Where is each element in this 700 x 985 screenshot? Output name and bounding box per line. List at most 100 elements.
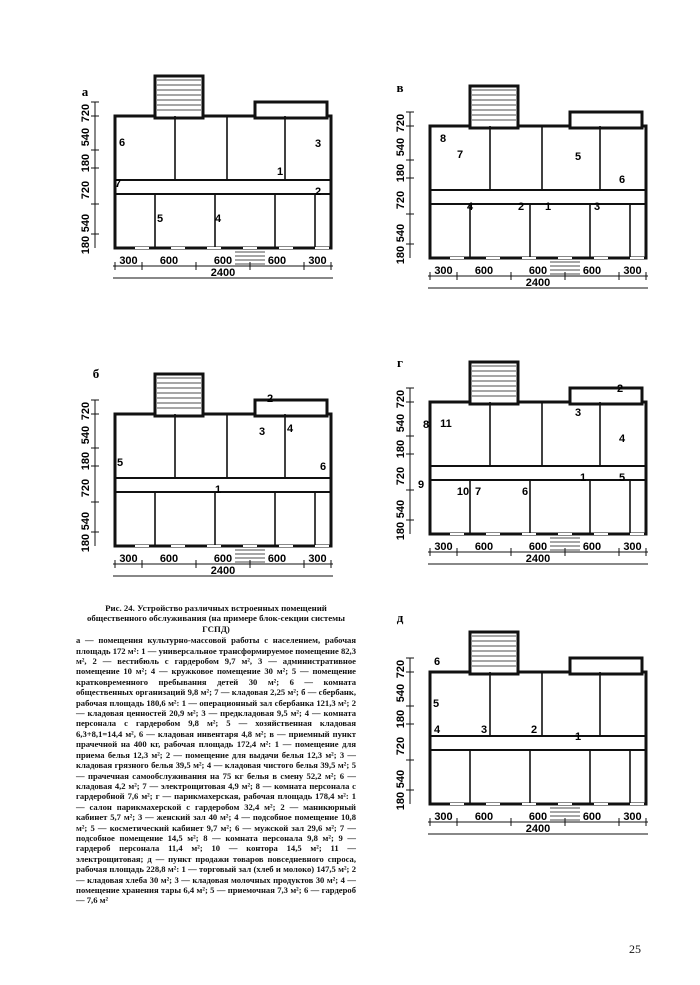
- outer-wall: [428, 670, 648, 806]
- dim-vertical: 180: [395, 246, 407, 264]
- dim-vertical: 720: [395, 467, 407, 485]
- dim-vertical: 720: [395, 660, 407, 678]
- dim-horizontal: 600: [475, 811, 493, 823]
- stair-wing: [468, 84, 520, 130]
- upper-wing: [568, 656, 644, 676]
- dim-total: 2400: [211, 267, 235, 279]
- dim-vertical: 720: [395, 114, 407, 132]
- upper-wing: [253, 100, 329, 120]
- dim-horizontal: 600: [160, 255, 178, 267]
- room-number: 11: [440, 418, 452, 430]
- dim-horizontal: 300: [434, 541, 452, 553]
- dim-vertical: 540: [395, 684, 407, 702]
- room-number: 9: [418, 479, 424, 491]
- figure-caption: Рис. 24. Устройство различных встроенных…: [76, 603, 356, 906]
- plan-label: а: [82, 84, 89, 99]
- figure-caption-body: а — помещения культурно-массовой работы …: [76, 635, 356, 906]
- room-number: 6: [119, 137, 125, 149]
- upper-wing: [253, 398, 329, 418]
- room-number: 1: [545, 201, 551, 213]
- dim-vertical: 180: [395, 164, 407, 182]
- dim-vertical: 540: [80, 128, 92, 146]
- stair-wing: [153, 372, 205, 418]
- dim-horizontal: 600: [214, 255, 232, 267]
- room-number: 3: [481, 724, 487, 736]
- room-number: 2: [518, 201, 524, 213]
- dim-horizontal: 600: [160, 553, 178, 565]
- room-number: 5: [619, 472, 625, 484]
- dim-vertical: 540: [395, 770, 407, 788]
- room-number: 5: [433, 698, 439, 710]
- stair-wing: [468, 630, 520, 676]
- room-number: 2: [267, 393, 273, 405]
- dim-vertical: 540: [80, 426, 92, 444]
- dim-horizontal: 300: [623, 811, 641, 823]
- plan-label: б: [93, 366, 100, 381]
- dim-horizontal: 600: [214, 553, 232, 565]
- dim-vertical: 180: [80, 154, 92, 172]
- dim-vertical: 540: [395, 138, 407, 156]
- dim-vertical: 720: [80, 181, 92, 199]
- room-number: 1: [277, 166, 283, 178]
- dim-vertical: 720: [395, 390, 407, 408]
- dim-horizontal: 600: [583, 265, 601, 277]
- dim-total: 2400: [526, 553, 550, 565]
- room-number: 1: [575, 731, 581, 743]
- room-number: 7: [115, 178, 121, 190]
- dim-horizontal: 300: [623, 265, 641, 277]
- dim-vertical: 720: [395, 737, 407, 755]
- dim-horizontal: 600: [268, 553, 286, 565]
- dim-vertical: 720: [395, 191, 407, 209]
- dim-horizontal: 600: [475, 541, 493, 553]
- dim-vertical: 180: [395, 710, 407, 728]
- dim-horizontal: 600: [529, 811, 547, 823]
- room-number: 4: [619, 433, 626, 445]
- dim-horizontal: 300: [308, 553, 326, 565]
- room-number: 8: [440, 133, 446, 145]
- room-number: 3: [575, 407, 581, 419]
- dim-vertical: 540: [80, 214, 92, 232]
- dim-vertical: 180: [80, 452, 92, 470]
- dim-vertical: 540: [80, 512, 92, 530]
- dim-horizontal: 600: [583, 541, 601, 553]
- room-number: 2: [531, 724, 537, 736]
- dim-vertical: 540: [395, 224, 407, 242]
- room-number: 3: [259, 426, 265, 438]
- outer-wall: [428, 400, 648, 536]
- room-number: 6: [434, 656, 440, 668]
- room-number: 8: [423, 419, 429, 431]
- room-number: 4: [215, 213, 222, 225]
- dim-horizontal: 600: [475, 265, 493, 277]
- room-number: 1: [580, 472, 586, 484]
- room-number: 4: [467, 201, 474, 213]
- room-number: 6: [320, 461, 326, 473]
- room-number: 2: [617, 383, 623, 395]
- plan-label: г: [397, 355, 403, 370]
- figure-caption-title: Рис. 24. Устройство различных встроенных…: [86, 603, 346, 634]
- dim-horizontal: 300: [119, 255, 137, 267]
- room-number: 6: [619, 174, 625, 186]
- dim-vertical: 180: [395, 522, 407, 540]
- dim-vertical: 180: [80, 534, 92, 552]
- outer-wall: [428, 124, 648, 260]
- room-number: 5: [157, 213, 163, 225]
- dim-total: 2400: [526, 823, 550, 835]
- dim-vertical: 720: [80, 402, 92, 420]
- dim-vertical: 180: [395, 792, 407, 810]
- dim-horizontal: 300: [308, 255, 326, 267]
- room-number: 7: [475, 486, 481, 498]
- dim-vertical: 720: [80, 479, 92, 497]
- dim-horizontal: 600: [529, 265, 547, 277]
- page-number: 25: [629, 942, 641, 956]
- room-number: 6: [522, 486, 528, 498]
- dim-total: 2400: [526, 277, 550, 289]
- dim-total: 2400: [211, 565, 235, 577]
- plan-label: д: [397, 610, 404, 625]
- dim-horizontal: 600: [268, 255, 286, 267]
